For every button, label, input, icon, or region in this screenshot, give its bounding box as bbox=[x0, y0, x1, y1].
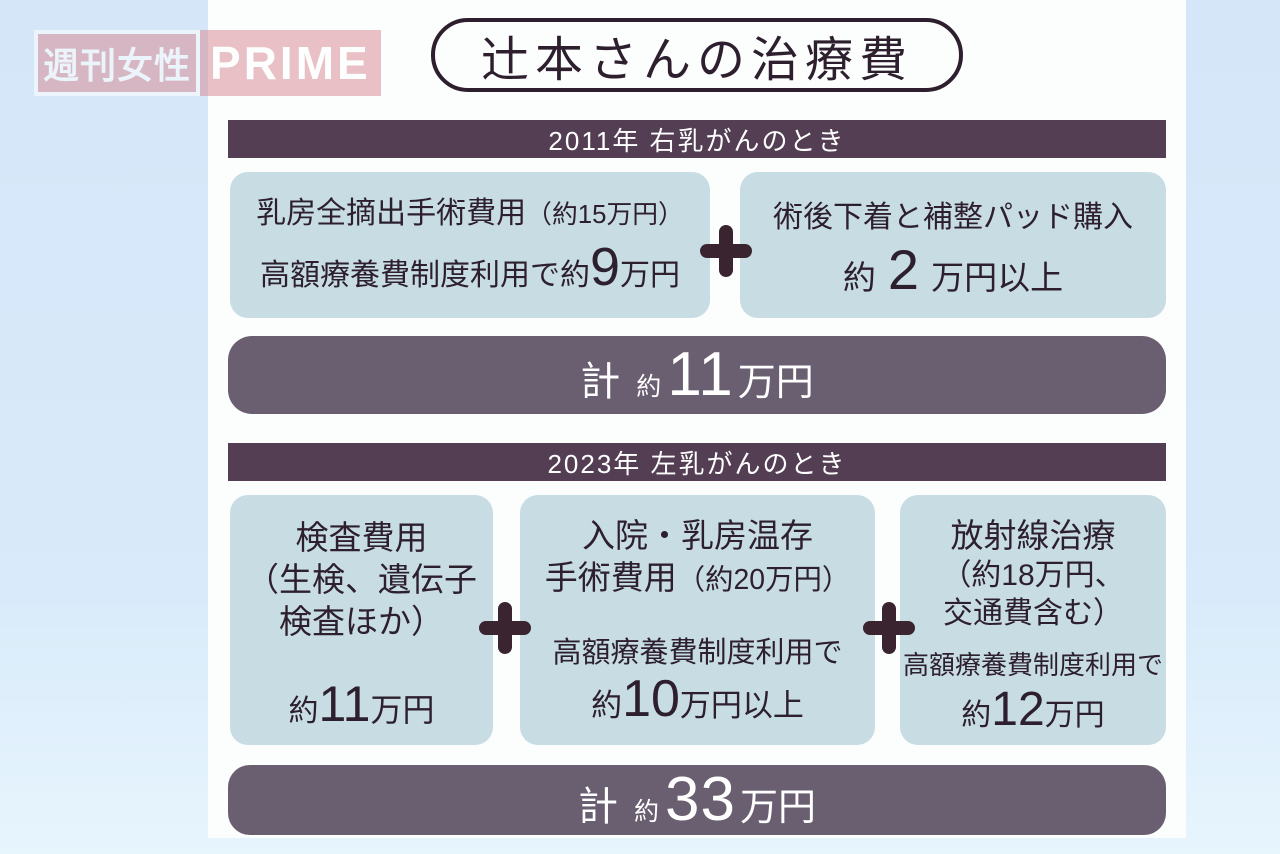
plus-icon bbox=[700, 225, 752, 277]
box-hospital-surgery: 入院・乳房温存 手術費用（約20万円） 高額療養費制度利用で 約10万円以上 bbox=[520, 495, 875, 745]
box-mastectomy-surgery: 乳房全摘出手術費用（約15万円） 高額療養費制度利用で約9万円 bbox=[230, 172, 710, 318]
logo-en-text: PRIME bbox=[200, 30, 381, 96]
total-approx: 約 bbox=[636, 373, 662, 401]
surgery-title: 乳房全摘出手術費用（約15万円） bbox=[256, 197, 684, 230]
plus-icon bbox=[863, 602, 915, 654]
section-header-2023: 2023年 左乳がんのとき bbox=[228, 443, 1166, 481]
total-value: 33 bbox=[665, 765, 736, 834]
section-header-2011: 2011年 右乳がんのとき bbox=[228, 120, 1166, 158]
cost-row-2011: 乳房全摘出手術費用（約15万円） 高額療養費制度利用で約9万円 術後下着と補整パ… bbox=[228, 172, 1166, 318]
shukan-josei-prime-logo: 週刊女性 PRIME bbox=[34, 30, 381, 96]
box-tests: 検査費用 （生検、遺伝子 検査ほか） 約11万円 bbox=[230, 495, 493, 745]
box-radiation: 放射線治療 （約18万円、 交通費含む） 高額療養費制度利用で 約12万円 bbox=[900, 495, 1166, 745]
total-label: 計 bbox=[580, 360, 623, 404]
surgery-cost: 高額療養費制度利用で約9万円 bbox=[259, 237, 681, 297]
total-unit: 万円 bbox=[737, 362, 814, 404]
total-label: 計 bbox=[578, 785, 620, 829]
total-value: 11 bbox=[667, 340, 734, 409]
page-title: 辻本さんの治療費 bbox=[430, 18, 964, 92]
hospital-title: 入院・乳房温存 bbox=[582, 517, 813, 554]
tests-title: 検査費用 bbox=[295, 519, 428, 556]
underwear-title: 術後下着と補整パッド購入 bbox=[773, 201, 1133, 234]
radiation-cost: 約12万円 bbox=[961, 683, 1105, 737]
radiation-title: 放射線治療 bbox=[950, 517, 1116, 554]
total-approx: 約 bbox=[634, 798, 660, 826]
radiation-subtext: 高額療養費制度利用で bbox=[902, 650, 1163, 681]
hospital-subtext: 高額療養費制度利用で bbox=[552, 636, 843, 669]
plus-icon bbox=[479, 602, 531, 654]
hospital-cost: 約10万円以上 bbox=[591, 669, 804, 728]
content-panel: 辻本さんの治療費 2011年 右乳がんのとき 乳房全摘出手術費用（約15万円） … bbox=[208, 0, 1186, 838]
cost-row-2023: 検査費用 （生検、遺伝子 検査ほか） 約11万円 入院・乳房温存 手術費用（約2… bbox=[228, 495, 1166, 745]
logo-jp-text: 週刊女性 bbox=[34, 30, 201, 96]
total-unit: 万円 bbox=[739, 787, 816, 829]
tests-cost: 約11万円 bbox=[288, 675, 435, 732]
